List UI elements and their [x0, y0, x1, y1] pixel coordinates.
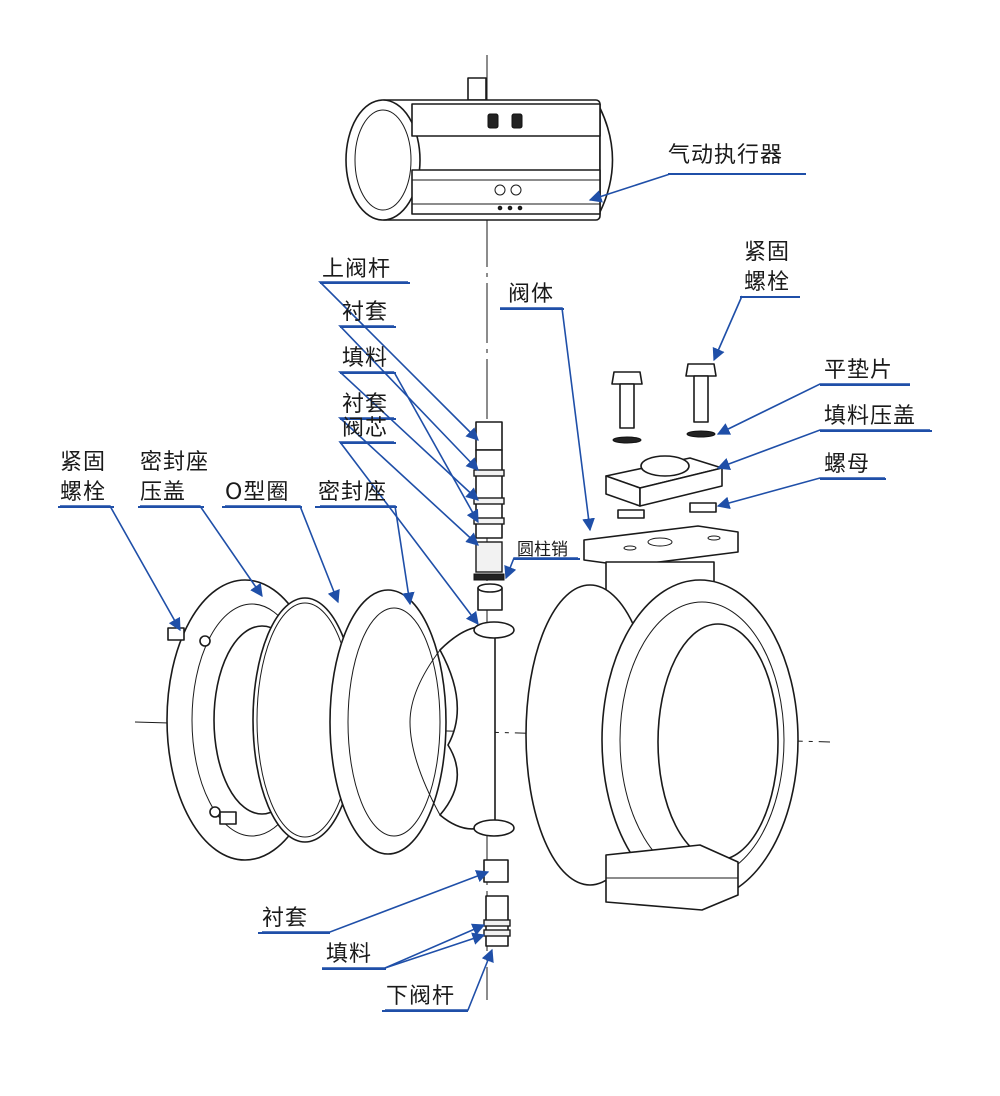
nut-left: [617, 509, 645, 519]
label-bushing-1: 衬套: [342, 300, 389, 325]
label-nut: 螺母: [824, 452, 871, 477]
underline-bushing-2: [340, 418, 396, 420]
label-seat-gland-2: 压盖: [140, 480, 187, 505]
underline-bushing-bottom: [258, 932, 330, 934]
label-top-bolt-1: 紧固: [744, 240, 791, 265]
nut-right: [689, 502, 717, 513]
top-bolt-right: [685, 363, 717, 438]
label-packing-1: 填料: [342, 346, 389, 371]
underline-valve-core: [340, 442, 396, 444]
label-seal-seat: 密封座: [318, 480, 388, 505]
label-left-bolt-1: 紧固: [60, 450, 107, 475]
upper-stem: [473, 421, 505, 611]
underline-packing-gland: [820, 430, 932, 432]
label-flat-washer: 平垫片: [824, 358, 894, 383]
label-lower-stem: 下阀杆: [386, 984, 456, 1009]
underline-packing-bottom: [322, 968, 386, 970]
label-cylinder-pin: 圆柱销: [517, 540, 568, 560]
underline-seal-seat: [315, 506, 397, 508]
lower-stem: [483, 859, 511, 947]
underline-cylinder-pin: [514, 558, 580, 560]
label-top-bolt-2: 螺栓: [744, 270, 791, 295]
label-actuator: 气动执行器: [668, 143, 784, 168]
label-packing-gland: 填料压盖: [824, 404, 917, 429]
top-bolt-left: [611, 371, 643, 444]
label-bushing-bottom: 衬套: [262, 906, 309, 931]
underline-actuator: [668, 173, 806, 175]
label-valve-body: 阀体: [508, 282, 555, 307]
underline-bushing-1: [340, 326, 396, 328]
underline-valve-body: [500, 308, 564, 310]
valve-body: [525, 525, 799, 911]
pneumatic-actuator: [345, 77, 614, 221]
label-seat-gland-1: 密封座: [140, 450, 210, 475]
label-left-bolt-2: 螺栓: [60, 480, 107, 505]
label-bushing-2: 衬套: [342, 392, 389, 417]
seal-seat: [329, 589, 447, 855]
packing-gland: [605, 455, 723, 507]
label-valve-core: 阀芯: [342, 416, 389, 441]
underline-packing-1: [340, 372, 396, 374]
underline-top-bolt: [740, 296, 800, 298]
label-upper-stem: 上阀杆: [322, 257, 392, 282]
underline-left-bolt: [58, 506, 114, 508]
underline-lower-stem: [382, 1010, 468, 1012]
label-o-ring: O型圈: [225, 480, 290, 505]
underline-upper-stem: [320, 282, 410, 284]
valve-core: [409, 621, 515, 837]
o-ring: [252, 597, 358, 843]
underline-nut: [820, 478, 886, 480]
underline-flat-washer: [820, 384, 910, 386]
underline-o-ring: [222, 506, 302, 508]
label-packing-bottom: 填料: [326, 942, 373, 967]
underline-seat-gland: [138, 506, 204, 508]
